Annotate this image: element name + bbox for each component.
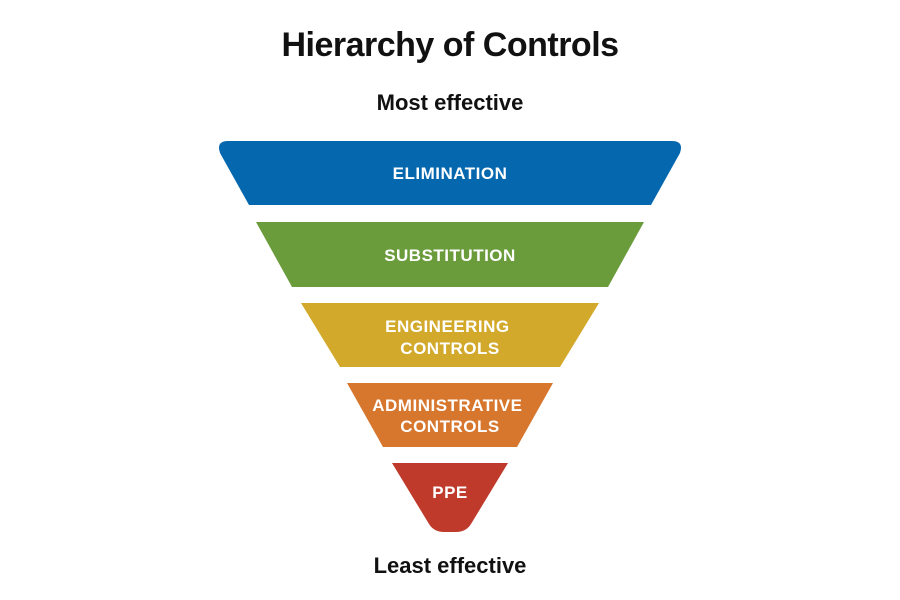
- tier-administrative-controls-line-2: CONTROLS: [400, 417, 499, 436]
- most-effective-caption: Most effective: [376, 90, 524, 115]
- tier-administrative-controls: [347, 383, 553, 447]
- tier-ppe-label: PPE: [432, 483, 468, 502]
- tier-substitution-line-1: SUBSTITUTION: [384, 246, 516, 265]
- tier-elimination-label: ELIMINATION: [393, 164, 508, 183]
- tier-elimination-line-1: ELIMINATION: [393, 164, 508, 183]
- tier-engineering-controls-label: ENGINEERING CONTROLS: [385, 317, 515, 358]
- tier-elimination: [219, 141, 681, 205]
- tier-administrative-controls-label: ADMINISTRATIVE CONTROLS: [372, 396, 527, 436]
- least-effective-caption: Least effective: [373, 553, 527, 578]
- tier-substitution-label: SUBSTITUTION: [384, 246, 516, 265]
- tier-substitution: [256, 222, 644, 287]
- tier-engineering-controls-line-2: CONTROLS: [400, 339, 499, 358]
- tier-engineering-controls-line-1: ENGINEERING: [385, 317, 510, 336]
- tier-ppe-line-1: PPE: [432, 483, 468, 502]
- tier-administrative-controls-line-1: ADMINISTRATIVE: [372, 396, 522, 415]
- tier-ppe: [392, 463, 508, 532]
- diagram-title: Hierarchy of Controls: [281, 26, 619, 64]
- tier-engineering-controls: [301, 303, 599, 367]
